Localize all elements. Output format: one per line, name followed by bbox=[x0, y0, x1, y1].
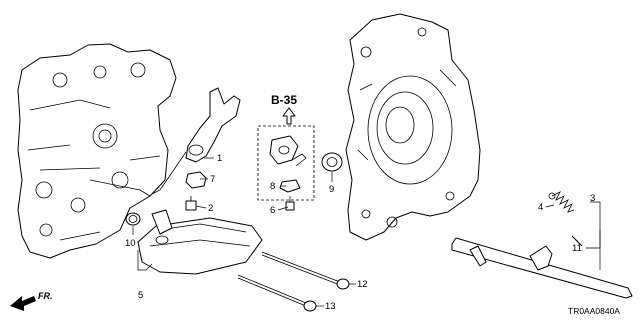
front-direction-arrow: FR. bbox=[10, 291, 53, 311]
reference-box: B-35 bbox=[257, 93, 315, 211]
callout-5: 5 bbox=[138, 290, 143, 301]
nut-12 bbox=[336, 278, 350, 290]
callout-10: 10 bbox=[125, 238, 136, 249]
callout-leaders bbox=[132, 157, 601, 307]
transmission-housing bbox=[345, 13, 481, 241]
shift-fork bbox=[151, 87, 241, 195]
callout-8: 8 bbox=[270, 181, 275, 192]
callout-12: 12 bbox=[357, 279, 368, 290]
callout-1: 1 bbox=[217, 153, 222, 164]
o-ring bbox=[125, 212, 141, 226]
callouts: 1 2 3 4 5 6 7 8 9 10 11 12 13 bbox=[125, 153, 595, 312]
callout-6: 6 bbox=[270, 205, 275, 216]
shift-shaft bbox=[451, 237, 633, 299]
callout-2: 2 bbox=[208, 203, 213, 214]
direction-label: FR. bbox=[38, 291, 53, 301]
shift-bracket bbox=[185, 171, 207, 189]
callout-7: 7 bbox=[210, 174, 215, 185]
bearing bbox=[321, 152, 343, 172]
callout-11: 11 bbox=[572, 243, 582, 254]
long-bolt-13 bbox=[237, 274, 307, 304]
long-bolt-12 bbox=[261, 251, 341, 283]
nut-13 bbox=[303, 300, 317, 312]
pin bbox=[571, 235, 583, 247]
callout-13: 13 bbox=[325, 301, 336, 312]
diagram-code: TR0AA0840A bbox=[568, 306, 620, 316]
valve-body bbox=[17, 43, 177, 259]
callout-3: 3 bbox=[590, 193, 595, 204]
callout-9: 9 bbox=[329, 184, 334, 195]
strainer bbox=[137, 209, 263, 275]
bolt-2 bbox=[185, 196, 197, 211]
callout-4: 4 bbox=[538, 202, 543, 213]
spring bbox=[548, 191, 575, 213]
reference-label: B-35 bbox=[271, 93, 297, 107]
